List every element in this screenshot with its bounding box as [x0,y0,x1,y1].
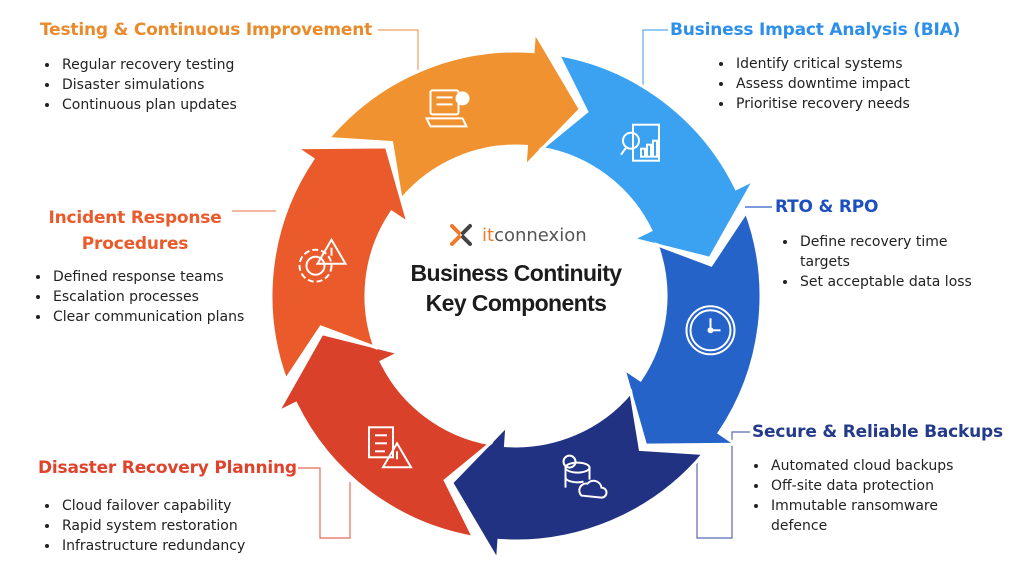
bullets-testing: Regular recovery testing Disaster simula… [40,55,237,115]
title-drp: Disaster Recovery Planning [38,458,297,478]
list-item: Assess downtime impact [734,74,910,94]
connector-testing [378,29,419,72]
title-backups: Secure & Reliable Backups [752,422,1003,442]
bullets-drp: Cloud failover capability Rapid system r… [40,496,245,556]
bullets-rto: Define recovery time targets Set accepta… [778,232,978,292]
list-item: Disaster simulations [60,75,237,95]
list-item: Infrastructure redundancy [60,536,245,556]
list-item: Prioritise recovery needs [734,94,910,114]
connector-bia [642,29,668,85]
list-item: Immutable ransomware defence [769,496,959,536]
list-item: Continuous plan updates [60,95,237,115]
bullets-bia: Identify critical systems Assess downtim… [714,54,910,114]
arrow-segment-testing [325,26,583,204]
title-testing: Testing & Continuous Improvement [40,20,373,40]
connector-backups [696,431,750,539]
logo-prefix: it [482,224,495,246]
title-rto: RTO & RPO [775,197,879,217]
bullets-backups: Automated cloud backups Off-site data pr… [749,456,959,536]
list-item: Regular recovery testing [60,55,237,75]
list-item: Automated cloud backups [769,456,959,476]
report-analysis-icon [620,123,660,162]
title-bia: Business Impact Analysis (BIA) [670,20,961,40]
checklist-warning-icon [368,426,413,469]
logo-wordmark: itconnexion [482,225,587,246]
laptop-checklist-icon [424,89,470,128]
title-incident-line1: Incident Response [48,208,222,228]
list-item: Define recovery time targets [798,232,978,272]
list-item: Rapid system restoration [60,516,245,536]
bullets-incident: Defined response teams Escalation proces… [31,267,244,327]
title-incident-line2: Procedures [81,234,189,254]
arrow-segment-rto [621,208,763,447]
list-item: Clear communication plans [51,307,244,327]
itconnexion-logo: itconnexion [448,222,587,248]
gear-warning-icon [298,237,348,283]
arrow-segment-backups [449,388,707,566]
list-item: Escalation processes [51,287,244,307]
logo-suffix: connexion [494,224,587,246]
title-incident: Incident Response Procedures [40,205,230,257]
list-item: Defined response teams [51,267,244,287]
list-item: Identify critical systems [734,54,910,74]
database-cloud-icon [562,454,608,499]
logo-mark-icon [450,224,472,246]
connector-drp [298,467,351,539]
list-item: Off-site data protection [769,476,959,496]
center-title-line2: Key Components [425,290,607,316]
center-title: Business Continuity Key Components [366,258,666,318]
list-item: Cloud failover capability [60,496,245,516]
center-title-line1: Business Continuity [410,260,623,286]
list-item: Set acceptable data loss [798,272,978,292]
clock-icon [685,305,736,356]
